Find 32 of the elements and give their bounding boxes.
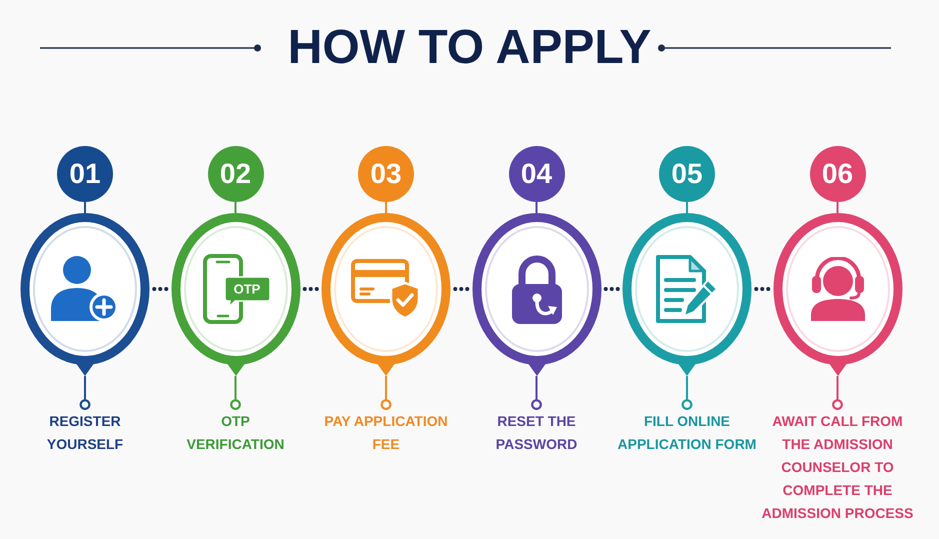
connector-line [234, 202, 236, 213]
connector-line [380, 376, 392, 410]
step-ring [472, 213, 602, 376]
step-label: PAY APPLICATION FEE [324, 410, 448, 456]
number-badge: 04 [508, 146, 564, 202]
connector-line [385, 202, 387, 213]
number-badge: 02 [208, 146, 264, 202]
step-label: AWAIT CALL FROM THE ADMISSION COUNSELOR TO COMPLETE THE ADMISSION PROCESS [761, 410, 914, 525]
title: HOW TO APPLY [288, 24, 652, 72]
step-ring [170, 213, 300, 376]
connector-line [531, 376, 542, 410]
step-label: FILL ONLINE APPLICATION FORM [617, 410, 757, 456]
number-badge: 05 [659, 146, 715, 202]
number-badge: 01 [57, 146, 113, 202]
connector-line [230, 376, 241, 410]
connector-line [84, 202, 86, 213]
connector-line [80, 376, 90, 410]
number-badge: 06 [810, 146, 866, 202]
step-label: RESET THE PASSWORD [495, 410, 578, 456]
step-ring [20, 213, 150, 376]
step-ring [622, 213, 752, 376]
step-label: OTP VERIFICATION [186, 410, 285, 456]
connector-line [686, 202, 688, 213]
bubble-text: OTP [234, 282, 260, 296]
connector-line [836, 202, 838, 213]
connector-line [682, 376, 692, 410]
connector-line [536, 202, 538, 213]
step-ring [772, 213, 902, 376]
step-label: REGISTER YOURSELF [46, 410, 124, 456]
connector-line [832, 376, 843, 410]
step-ring [321, 213, 451, 376]
number-badge: 03 [358, 146, 414, 202]
